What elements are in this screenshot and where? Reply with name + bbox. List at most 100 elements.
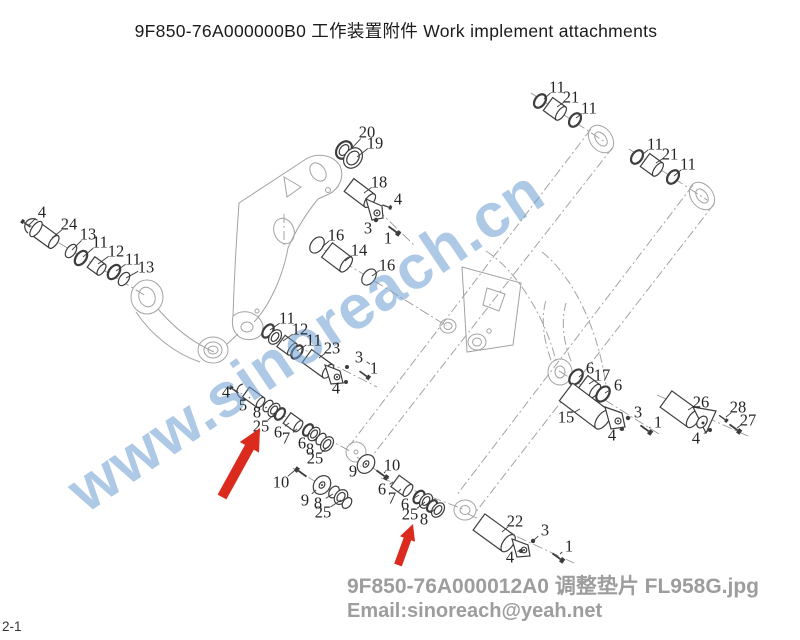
callout-20: 20 — [359, 123, 376, 142]
callout-leader-6 — [389, 481, 394, 485]
machine-outlines — [130, 124, 716, 521]
callout-leader-8 — [325, 493, 334, 499]
callout-leader-10 — [287, 470, 295, 477]
callout-leader-11 — [269, 322, 280, 331]
callout-leader-25 — [267, 412, 277, 421]
callout-leader-4 — [388, 204, 392, 208]
pin-18-assembly — [343, 177, 403, 238]
callout-25: 25 — [307, 449, 324, 468]
callout-9: 9 — [349, 462, 357, 481]
callout-12: 12 — [108, 242, 125, 261]
callout-10: 10 — [273, 473, 290, 492]
callout-leader-17 — [588, 379, 595, 385]
callout-leader-8 — [430, 507, 437, 514]
callout-leader-4 — [619, 428, 622, 431]
callout-13: 13 — [138, 258, 155, 277]
red-arrow-right — [394, 524, 415, 567]
callout-4: 4 — [222, 383, 230, 402]
callout-leader-4 — [517, 549, 521, 553]
callout-leader-10 — [383, 471, 386, 474]
callout-leader-25 — [330, 499, 342, 508]
caption-block: 9F850-76A000012A0 调整垫片 FL958G.jpg 9F850-… — [347, 574, 760, 623]
callout-6: 6 — [298, 434, 306, 453]
callout-leader-12 — [282, 333, 293, 342]
callout-leader-4 — [28, 218, 36, 226]
callout-11: 11 — [306, 331, 322, 350]
bushing-21-right-assembly — [629, 149, 681, 185]
callout-leader-27 — [736, 424, 741, 429]
callout-leader-14 — [344, 255, 353, 262]
callout-21: 21 — [563, 88, 580, 107]
red-arrow-left — [217, 428, 260, 500]
callout-17: 17 — [594, 366, 611, 385]
callout-leader-15 — [573, 408, 581, 413]
callout-leader-5 — [248, 396, 251, 399]
callout-3: 3 — [355, 348, 363, 367]
callout-18: 18 — [371, 173, 388, 192]
callout-4: 4 — [394, 190, 402, 209]
callout-leader-11 — [115, 263, 126, 272]
callout-11: 11 — [581, 99, 597, 118]
callout-leader-3 — [366, 361, 371, 365]
callout-leader-3 — [374, 220, 376, 222]
callout-19: 19 — [367, 134, 384, 153]
callout-3: 3 — [541, 521, 549, 540]
callout-leader-11 — [641, 149, 649, 156]
callout-11: 11 — [680, 155, 696, 174]
callout-leader-1 — [395, 231, 398, 234]
bushing-6-7-assembly — [390, 474, 446, 518]
callout-leader-11 — [673, 169, 682, 177]
callout-22: 22 — [507, 512, 524, 531]
callout-leader-4 — [231, 386, 234, 389]
callout-8: 8 — [253, 403, 261, 422]
callout-1: 1 — [654, 413, 662, 432]
callout-leader-16 — [371, 269, 380, 277]
callout-leader-1 — [648, 426, 651, 429]
callout-8: 8 — [314, 494, 322, 513]
callout-leader-20 — [351, 138, 362, 149]
callout-leader-6 — [578, 373, 584, 378]
callout-leader-8 — [314, 436, 318, 442]
bushing-21-left-assembly — [532, 93, 583, 128]
callout-6: 6 — [586, 359, 594, 378]
caption-line1: 9F850-76A000012A0 调整垫片 FL958G.jpg — [347, 574, 759, 598]
frame-mount-boss — [542, 299, 573, 386]
callout-11: 11 — [125, 250, 141, 269]
callout-leader-22 — [501, 526, 509, 533]
disc-9-right-assembly — [356, 454, 391, 482]
callout-leader-19 — [356, 148, 369, 158]
callout-21: 21 — [662, 145, 679, 164]
callout-25: 25 — [402, 505, 419, 524]
rocker-arm — [130, 279, 239, 364]
callout-leader-26 — [687, 406, 694, 411]
callout-leader-21 — [655, 158, 663, 164]
callout-11: 11 — [647, 135, 663, 154]
callout-6: 6 — [378, 480, 386, 499]
callout-leader-3 — [533, 535, 539, 541]
callout-leader-8 — [264, 406, 268, 409]
callout-leader-7 — [292, 428, 298, 433]
callout-7: 7 — [282, 429, 290, 448]
pin-15-assembly — [558, 368, 655, 437]
callout-27: 27 — [740, 411, 757, 430]
callout-1: 1 — [384, 229, 392, 248]
callout-6: 6 — [274, 423, 282, 442]
callout-leader-12 — [97, 255, 109, 265]
callout-leader-9 — [311, 489, 317, 495]
callout-leader-6 — [284, 422, 290, 427]
callout-23: 23 — [324, 339, 341, 358]
callout-6: 6 — [401, 495, 409, 514]
callout-leader-25 — [321, 445, 330, 453]
callout-leader-11 — [575, 113, 583, 119]
callout-24: 24 — [61, 215, 78, 234]
callout-leader-6 — [412, 494, 420, 500]
callout-6: 6 — [614, 376, 622, 395]
boom-arm-right — [453, 181, 716, 521]
callout-8: 8 — [420, 510, 428, 529]
callout-leader-7 — [398, 488, 402, 492]
callout-leader-4 — [703, 430, 709, 434]
callout-leader-1 — [559, 551, 563, 555]
